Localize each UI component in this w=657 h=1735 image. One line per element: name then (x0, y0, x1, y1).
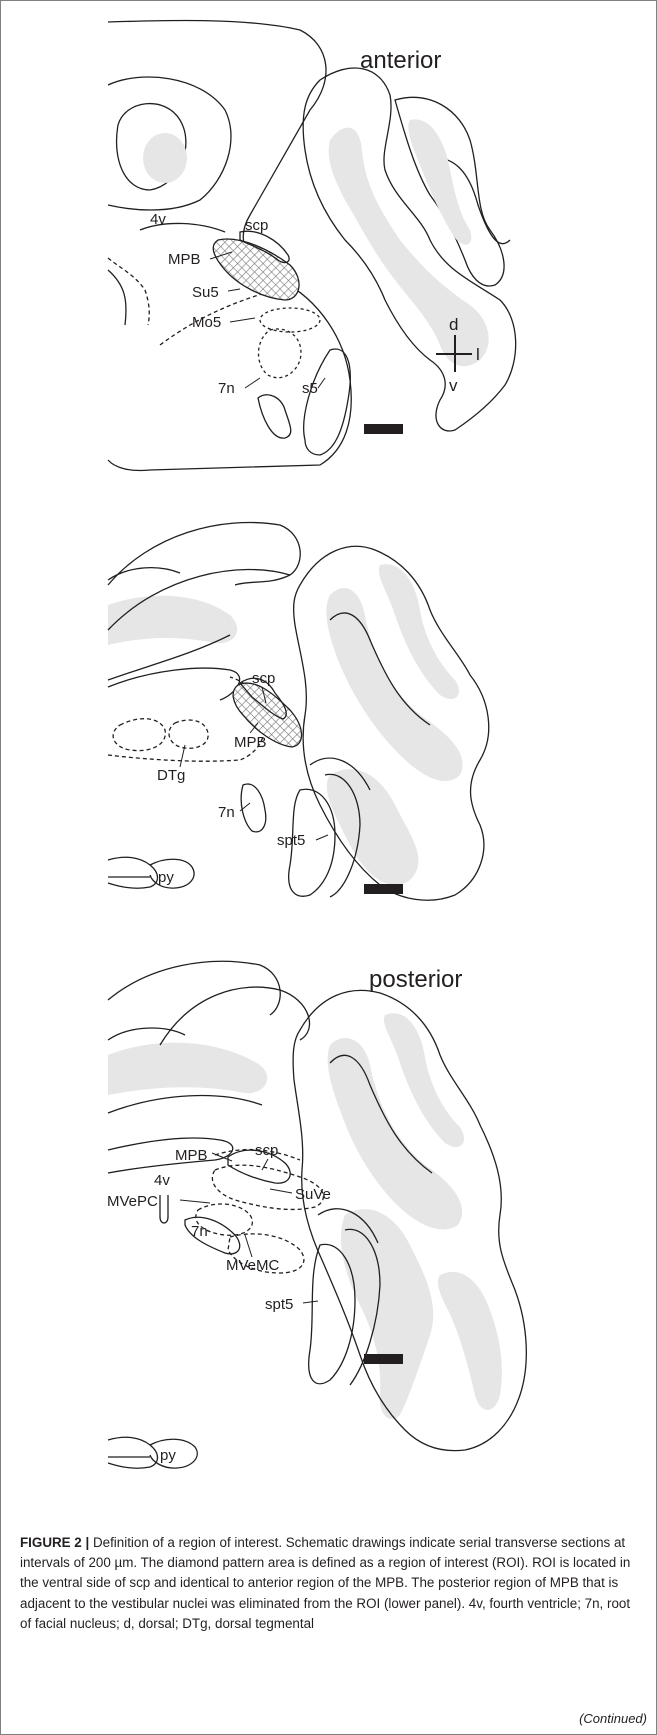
label-mo5: Mo5 (192, 314, 221, 331)
orientation-lateral: l (476, 345, 480, 364)
label-mvemc: MVeMC (226, 1257, 280, 1274)
figure-label: FIGURE 2 | (20, 1535, 89, 1550)
label-scp: scp (245, 217, 268, 234)
label-suve: SuVe (295, 1186, 331, 1203)
label-su5: Su5 (192, 284, 219, 301)
label-spt5: spt5 (265, 1296, 293, 1313)
scale-bar (364, 884, 403, 894)
label-py: py (160, 1447, 176, 1464)
caption-text: Definition of a region of interest. Sche… (20, 1535, 630, 1631)
label-spt5: spt5 (277, 832, 305, 849)
label-7n: 7n (191, 1223, 208, 1240)
scale-bar (364, 424, 403, 434)
figure-caption: FIGURE 2 | Definition of a region of int… (20, 1533, 642, 1634)
label-mpb: MPB (168, 251, 201, 268)
label-scp: scp (255, 1142, 278, 1159)
scale-bar (364, 1354, 403, 1364)
label-scp: scp (252, 670, 275, 687)
label-4v: 4v (154, 1172, 170, 1189)
orientation-dorsal: d (449, 315, 458, 334)
continued-note: (Continued) (579, 1711, 647, 1726)
label-mpb: MPB (175, 1147, 208, 1164)
label-7n: 7n (218, 380, 235, 397)
label-mvepc: MVePC (107, 1193, 158, 1210)
orientation-ventral: v (449, 376, 458, 395)
panel3-heading: posterior (369, 966, 462, 993)
label-4v: 4v (150, 211, 166, 228)
label-mpb: MPB (234, 734, 267, 751)
middle-section-drawing: scp MPB DTg 7n spt5 py (0, 505, 657, 945)
posterior-section-drawing: posterior MPB scp 4v MVePC SuVe 7n MVeMC… (0, 945, 657, 1530)
label-7n: 7n (218, 804, 235, 821)
label-py: py (158, 869, 174, 886)
panel1-heading: anterior (360, 47, 441, 74)
label-dtg: DTg (157, 767, 185, 784)
label-s5: s5 (302, 380, 318, 397)
anterior-section-drawing: anterior 4v scp MPB Su5 Mo5 7n s5 d l v (0, 0, 657, 505)
